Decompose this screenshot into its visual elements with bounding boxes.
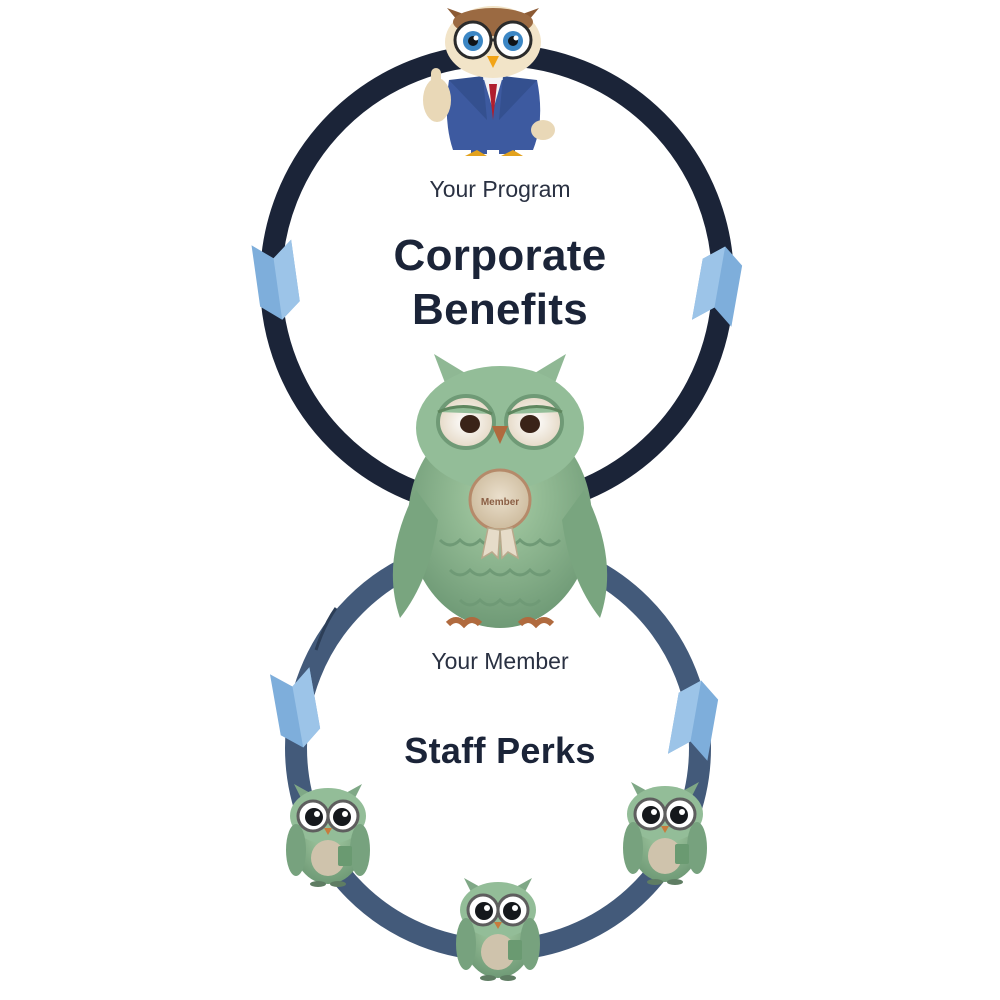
program-caption: Your Program	[429, 176, 571, 202]
member-caption: Your Member	[431, 648, 569, 674]
staff-owl-icon	[284, 782, 372, 889]
corporate-benefits-title: Corporate Benefits	[0, 229, 1000, 337]
staff-owl-icon	[621, 780, 709, 887]
member-badge-text: Member	[481, 497, 519, 508]
member-owl-icon: Member	[392, 354, 608, 629]
staff-perks-title: Staff Perks	[404, 730, 596, 771]
staff-owl-icon	[454, 876, 542, 983]
title-line-2: Benefits	[412, 285, 588, 334]
professor-owl-icon	[423, 6, 555, 156]
title-line-1: Corporate	[393, 231, 607, 280]
